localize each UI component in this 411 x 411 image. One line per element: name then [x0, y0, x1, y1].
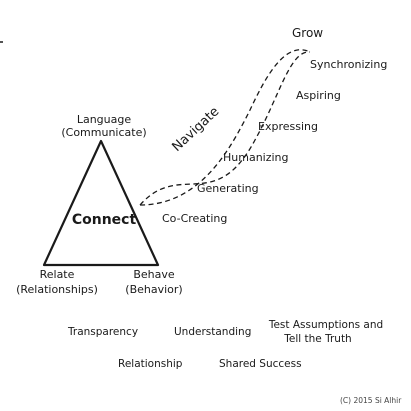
behave-label: Behave [133, 268, 175, 281]
navigate-path-lower [139, 49, 311, 206]
behavior-label: (Behavior) [125, 283, 182, 296]
understanding-label: Understanding [174, 326, 251, 338]
navigate-path-upper [139, 51, 311, 206]
grow-label: Grow [292, 26, 323, 40]
test-assumptions-label: Test Assumptions and [268, 319, 383, 331]
communicate-label: (Communicate) [61, 126, 146, 139]
stage-co-creating: Co-Creating [162, 212, 227, 225]
relationship-label: Relationship [118, 358, 183, 370]
connect-label: Connect [72, 212, 137, 228]
stage-aspiring: Aspiring [296, 89, 341, 102]
stage-humanizing: Humanizing [223, 151, 289, 164]
navigate-label: Navigate [169, 104, 222, 155]
stage-generating: Generating [197, 182, 259, 195]
relationships-label: (Relationships) [16, 283, 98, 296]
tell-truth-label: Tell the Truth [283, 333, 351, 345]
connect-triangle [42, 139, 160, 267]
stage-expressing: Expressing [258, 120, 318, 133]
language-label: Language [77, 113, 132, 126]
transparency-label: Transparency [67, 326, 138, 338]
shared-success-label: Shared Success [219, 358, 302, 370]
copyright-label: (C) 2015 Si Alhir [340, 396, 402, 405]
relate-label: Relate [40, 268, 75, 281]
stage-synchronizing: Synchronizing [310, 58, 387, 71]
